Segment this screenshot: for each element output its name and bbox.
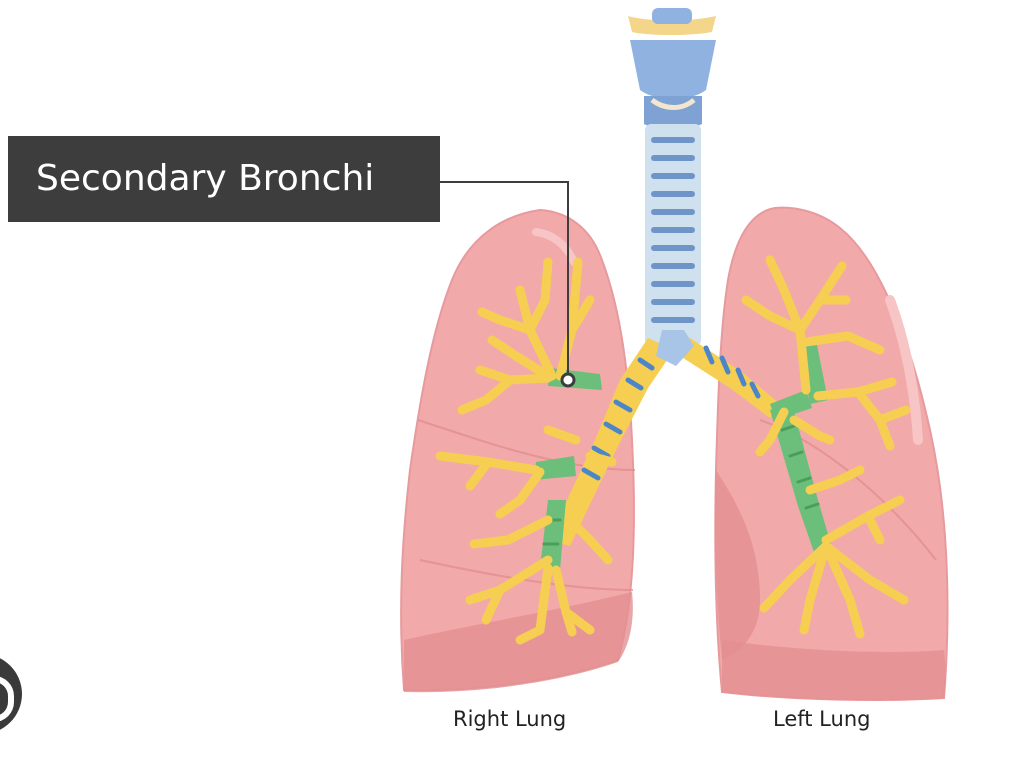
- trachea: [645, 124, 701, 346]
- corner-badge-icon[interactable]: [0, 654, 22, 734]
- callout-leader: [440, 181, 576, 388]
- left-lung-label: Left Lung: [773, 707, 871, 731]
- right-lung-label: Right Lung: [453, 707, 567, 731]
- left-lung: [714, 206, 949, 701]
- callout-label-text: Secondary Bronchi: [36, 158, 375, 199]
- primary-bronchi: [548, 330, 780, 546]
- larynx: [628, 8, 716, 129]
- callout-label-box: Secondary Bronchi: [8, 136, 440, 222]
- bronchial-tree-branches: [435, 255, 911, 645]
